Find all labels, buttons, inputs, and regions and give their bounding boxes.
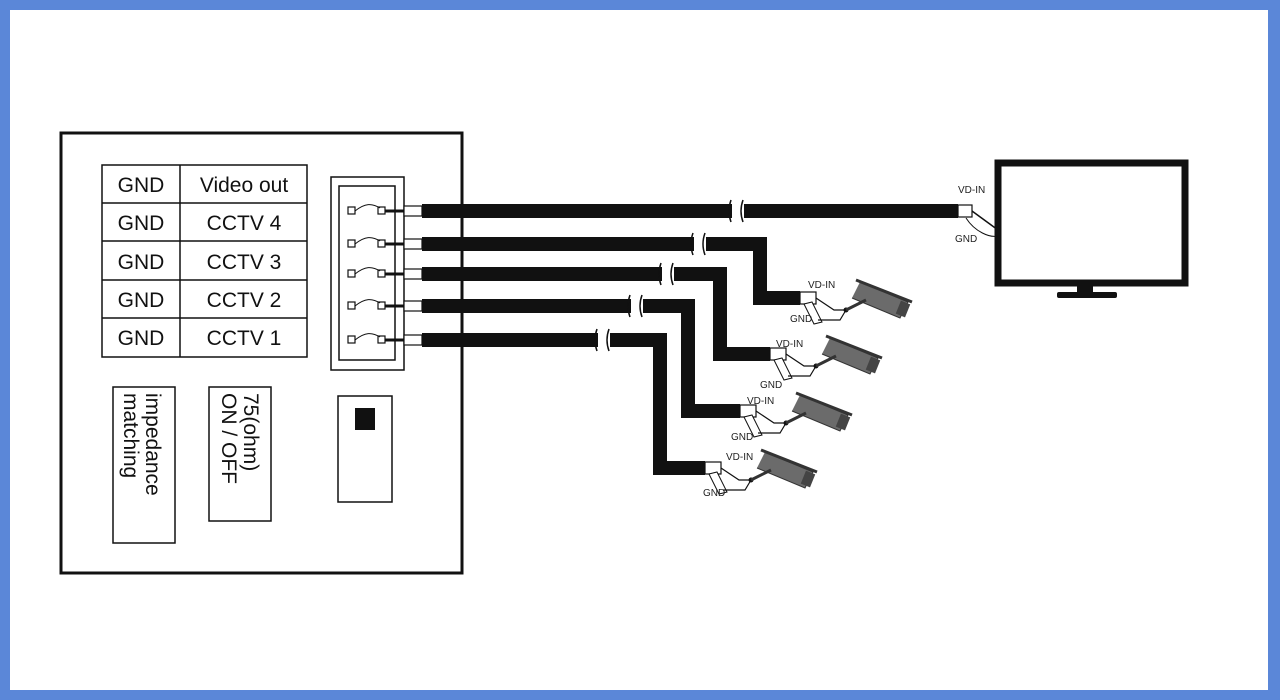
cables-and-cameras <box>347 199 999 495</box>
ground-wire <box>354 299 381 307</box>
table-cell-cctv4: CCTV 4 <box>207 212 282 235</box>
ground-wire <box>354 267 381 275</box>
cable-break-mark <box>702 232 706 256</box>
cctv1-cable <box>422 333 705 475</box>
table-cell-cctv1: CCTV 1 <box>207 327 282 350</box>
cable-break-mark <box>627 294 631 318</box>
cable-connector <box>403 238 423 250</box>
cctv4-cable <box>422 237 800 305</box>
camera-ground-wire <box>758 422 787 434</box>
terminal-table: GND Video out GND CCTV 4 GND CCTV 3 GND … <box>101 164 308 358</box>
camera-1-vd-in-label: VD-IN <box>726 452 753 463</box>
cctv2-cable <box>422 299 740 418</box>
cable-break-mark <box>728 199 732 223</box>
terminal-screw <box>377 239 386 248</box>
terminal-screw <box>377 269 386 278</box>
camera-ground-lead <box>803 301 823 325</box>
camera-lens <box>865 356 881 374</box>
camera-lens <box>895 300 911 318</box>
cable-break-mark <box>606 328 610 352</box>
camera-2-vd-in-label: VD-IN <box>747 396 774 407</box>
matching-label: matching <box>119 393 142 478</box>
impedance-label-box: impedance matching <box>112 386 176 544</box>
terminal-screw <box>347 269 356 278</box>
cctv3-cable <box>422 267 770 361</box>
camera-3-vd-in-label: VD-IN <box>776 339 803 350</box>
camera-lens <box>800 470 816 488</box>
cable-connector <box>403 268 423 280</box>
ohm-label: 75(ohm) <box>239 393 262 471</box>
camera-ground-lead <box>773 357 793 381</box>
ground-wire <box>354 237 381 245</box>
on-off-label: ON / OFF <box>217 393 240 484</box>
camera-1-gnd-label: GND <box>703 488 725 499</box>
camera-hood <box>855 278 913 304</box>
camera-connector <box>799 291 817 305</box>
cable-break-mark <box>658 262 662 286</box>
camera-signal-wire <box>815 297 846 311</box>
monitor-signal-wire <box>971 210 999 231</box>
cable-connector <box>403 300 423 312</box>
camera-bracket <box>845 298 867 312</box>
table-cell-gnd: GND <box>118 174 165 197</box>
camera-hood <box>760 448 818 474</box>
table-cell-video-out: Video out <box>200 174 289 197</box>
camera-ground-wire <box>818 309 847 321</box>
camera-hood <box>795 391 853 417</box>
camera-signal-wire <box>755 410 786 424</box>
camera-4-vd-in-label: VD-IN <box>808 280 835 291</box>
camera-bracket <box>785 411 807 425</box>
camera-ground-lead <box>708 471 728 495</box>
camera-ground-lead <box>743 414 763 438</box>
cable-break-mark <box>594 328 598 352</box>
monitor-ground-wire <box>965 217 999 237</box>
impedance-label: impedance <box>141 393 164 496</box>
terminal-screw <box>347 301 356 310</box>
ground-wire <box>354 333 381 341</box>
monitor-icon <box>994 159 1189 298</box>
table-cell-gnd: GND <box>118 251 165 274</box>
camera-3-gnd-label: GND <box>760 380 782 391</box>
cable-connector <box>403 334 423 346</box>
terminal-screw <box>347 239 356 248</box>
table-cell-cctv2: CCTV 2 <box>207 289 282 312</box>
camera-connector <box>704 461 722 475</box>
camera-2-gnd-label: GND <box>731 432 753 443</box>
camera-ground-wire <box>788 365 817 377</box>
monitor-connector <box>957 204 973 218</box>
cable-break-mark <box>639 294 643 318</box>
camera-hood <box>825 334 883 360</box>
monitor-vd-in-label: VD-IN <box>958 185 985 196</box>
camera-ground-wire <box>723 479 752 491</box>
table-cell-gnd: GND <box>118 212 165 235</box>
camera-signal-wire <box>785 353 816 367</box>
ohm-label-box: 75(ohm) ON / OFF <box>208 386 272 522</box>
camera-bracket <box>750 468 772 482</box>
table-cell-gnd: GND <box>118 327 165 350</box>
terminal-screw <box>377 335 386 344</box>
camera-4-gnd-label: GND <box>790 314 812 325</box>
terminal-screw <box>347 206 356 215</box>
terminal-screw <box>347 335 356 344</box>
dip-switch <box>337 395 393 503</box>
terminal-screw <box>377 301 386 310</box>
camera-signal-wire <box>720 467 751 481</box>
camera-bracket <box>815 354 837 368</box>
terminal-screw <box>377 206 386 215</box>
camera-lens <box>835 413 851 431</box>
ground-wire <box>354 204 381 212</box>
cable-connector <box>403 205 423 217</box>
cable-break-mark <box>670 262 674 286</box>
table-cell-gnd: GND <box>118 289 165 312</box>
cable-break-mark <box>690 232 694 256</box>
table-cell-cctv3: CCTV 3 <box>207 251 282 274</box>
monitor-gnd-label: GND <box>955 234 977 245</box>
cable-break-mark <box>740 199 744 223</box>
